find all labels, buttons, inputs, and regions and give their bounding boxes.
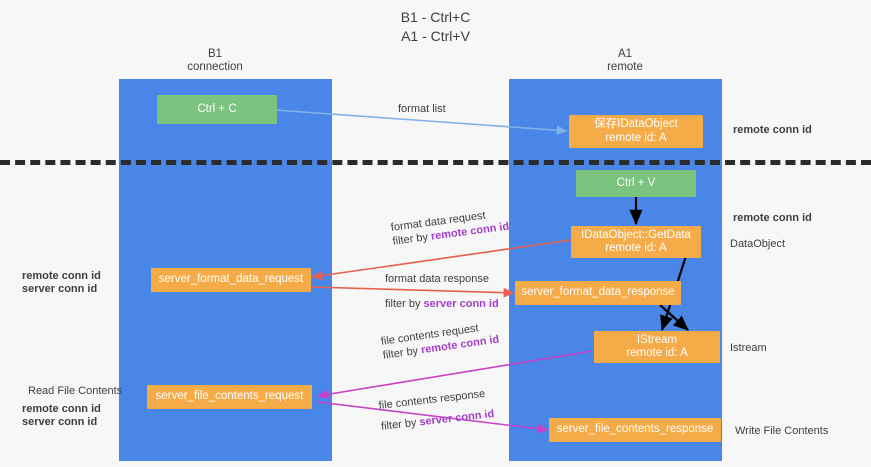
node-server-format-data-request[interactable]: server_format_data_request bbox=[151, 268, 311, 292]
node-store-idataobject[interactable]: 保存IDataObject remote id: A bbox=[569, 115, 703, 148]
node-getdata-line2: remote id: A bbox=[605, 242, 667, 254]
node-getdata-line1: IDataObject::GetData bbox=[581, 228, 691, 241]
edge-format-data-request bbox=[311, 239, 572, 281]
edge-format-list bbox=[274, 109, 568, 136]
node-server-format-data-request-label: server_format_data_request bbox=[158, 273, 304, 286]
filter-by-prefix: filter by bbox=[385, 298, 424, 310]
node-store-idataobject-line1: 保存IDataObject bbox=[594, 118, 678, 130]
page-title: B1 - Ctrl+C A1 - Ctrl+V bbox=[400, 9, 471, 44]
node-server-file-contents-response[interactable]: server_file_contents_response bbox=[549, 418, 721, 442]
edge-label-format-data-response-line2: filter by server conn id bbox=[385, 297, 499, 311]
section-divider bbox=[0, 160, 871, 165]
edge-response-istream bbox=[659, 304, 689, 331]
tag-server-conn-id: server conn id bbox=[423, 298, 499, 310]
node-server-format-data-response[interactable]: server_format_data_response bbox=[515, 281, 681, 305]
side-label-left-server-conn-id: server conn id bbox=[22, 283, 98, 295]
node-istream[interactable]: IStream remote id: A bbox=[594, 331, 720, 363]
edge-label-format-list: format list bbox=[398, 102, 446, 116]
side-label-read-file-contents: Read File Contents bbox=[28, 385, 123, 397]
node-ctrl-c-label: Ctrl + C bbox=[197, 102, 237, 115]
node-istream-line1: IStream bbox=[636, 333, 678, 346]
edge-label-format-data-response: format data response filter by server co… bbox=[385, 272, 499, 311]
node-server-file-contents-response-label: server_file_contents_response bbox=[556, 423, 714, 436]
side-label-left-server-conn-id-2: server conn id bbox=[22, 416, 98, 428]
node-store-idataobject-line2: remote id: A bbox=[605, 131, 667, 144]
node-ctrl-c[interactable]: Ctrl + C bbox=[157, 95, 277, 124]
side-label-left-remote-conn-id-2: remote conn id bbox=[22, 403, 101, 415]
side-label-istream: Istream bbox=[730, 342, 767, 354]
edge-label-format-list-text: format list bbox=[398, 103, 446, 115]
node-server-file-contents-request[interactable]: server_file_contents_request bbox=[147, 385, 312, 409]
node-ctrl-v-label: Ctrl + V bbox=[616, 176, 656, 189]
side-label-dataobject: DataObject bbox=[730, 238, 786, 250]
side-label-remote-conn-id-mid: remote conn id bbox=[733, 212, 812, 224]
node-istream-line2: remote id: A bbox=[626, 347, 688, 359]
edge-label-format-data-response-line1: format data response bbox=[385, 273, 489, 285]
lane-header-b1: B1 connection bbox=[187, 48, 243, 73]
side-label-remote-conn-id-top: remote conn id bbox=[733, 124, 812, 136]
node-ctrl-v[interactable]: Ctrl + V bbox=[576, 170, 696, 197]
lane-header-a1: A1 remote bbox=[607, 48, 643, 73]
edge-file-contents-response bbox=[317, 401, 549, 434]
node-server-file-contents-request-label: server_file_contents_request bbox=[155, 390, 304, 403]
side-label-left-remote-conn-id: remote conn id bbox=[22, 270, 101, 282]
node-idataobject-getdata[interactable]: IDataObject::GetData remote id: A bbox=[571, 226, 701, 258]
node-server-format-data-response-label: server_format_data_response bbox=[521, 286, 675, 299]
edge-format-data-response bbox=[311, 286, 515, 298]
edge-file-contents-request bbox=[317, 350, 593, 400]
side-label-write-file-contents: Write File Contents bbox=[735, 425, 829, 437]
